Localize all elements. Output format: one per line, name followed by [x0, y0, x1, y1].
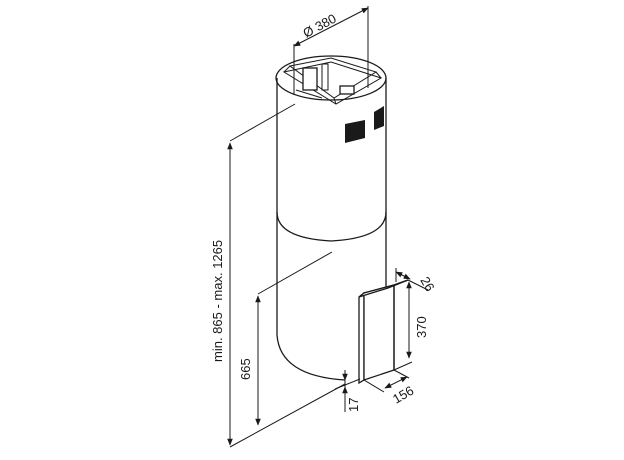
- dimension-total-height-label: min. 865 - max. 1265: [210, 240, 225, 362]
- dimension-total-height: min. 865 - max. 1265: [210, 103, 346, 448]
- dimension-control-height: 370: [393, 281, 429, 371]
- dimension-control-depth: 26: [395, 268, 438, 294]
- dimension-bottom-offset-label: 17: [346, 398, 361, 412]
- dimension-lower-height: 665: [238, 251, 333, 426]
- dimension-lower-height-label: 665: [238, 358, 253, 380]
- top-mounting-frame: [282, 57, 383, 105]
- hood-cylinder: [275, 55, 387, 381]
- vent-slots: [345, 106, 384, 143]
- dimension-bottom-offset: 17: [334, 370, 361, 412]
- dimension-control-depth-label: 26: [417, 274, 437, 294]
- dimension-diameter-label: Ø 380: [300, 11, 338, 41]
- dimension-control-width-label: 156: [390, 383, 416, 407]
- dimension-control-height-label: 370: [414, 316, 429, 338]
